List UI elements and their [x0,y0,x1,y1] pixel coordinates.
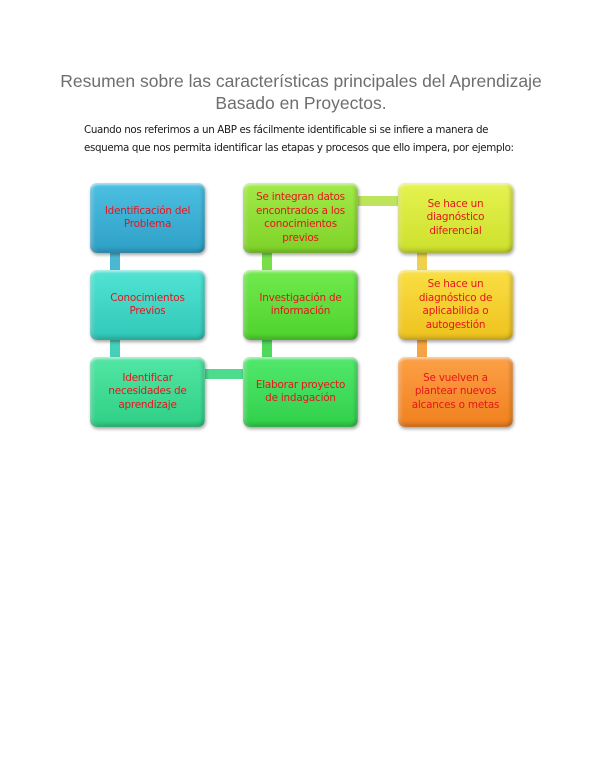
step-label: Se hace un diagnóstico de aplicabilida o… [418,278,493,331]
step-nuevos-alcances: Se vuelven a plantear nuevos alcances o … [398,357,513,427]
connector-6-7 [356,196,400,206]
connector-3-4 [203,369,245,379]
page-title: Resumen sobre las características princi… [60,71,542,113]
step-conocimientos-previos: Conocimientos Previos [90,270,205,340]
step-label: Identificar necesidades de aprendizaje [108,371,187,411]
step-label: Conocimientos Previos [110,291,185,318]
step-diagnostico-aplicabilidad: Se hace un diagnóstico de aplicabilida o… [398,270,513,340]
step-identificacion-problema: Identificación del Problema [90,183,205,253]
step-label: Se hace un diagnóstico diferencial [426,197,485,237]
step-label: Identificación del Problema [104,204,191,231]
connector-8-9 [417,338,427,360]
intro-paragraph: Cuando nos referimos a un ABP es fácilme… [84,124,514,154]
step-label: Investigación de información [259,291,342,318]
step-integran-datos: Se integran datos encontrados a los cono… [243,183,358,253]
step-diagnostico-diferencial: Se hace un diagnóstico diferencial [398,183,513,253]
connector-5-6 [262,250,272,272]
step-label: Elaborar proyecto de indagación [255,378,346,405]
step-label: Se integran datos encontrados a los cono… [256,191,345,244]
step-identificar-necesidades: Identificar necesidades de aprendizaje [90,357,205,427]
step-label: Se vuelven a plantear nuevos alcances o … [411,371,500,411]
connector-2-3 [110,338,120,360]
connector-4-5 [262,338,272,360]
connector-7-8 [417,250,427,272]
step-investigacion-informacion: Investigación de información [243,270,358,340]
connector-1-2 [110,250,120,272]
step-elaborar-proyecto: Elaborar proyecto de indagación [243,357,358,427]
